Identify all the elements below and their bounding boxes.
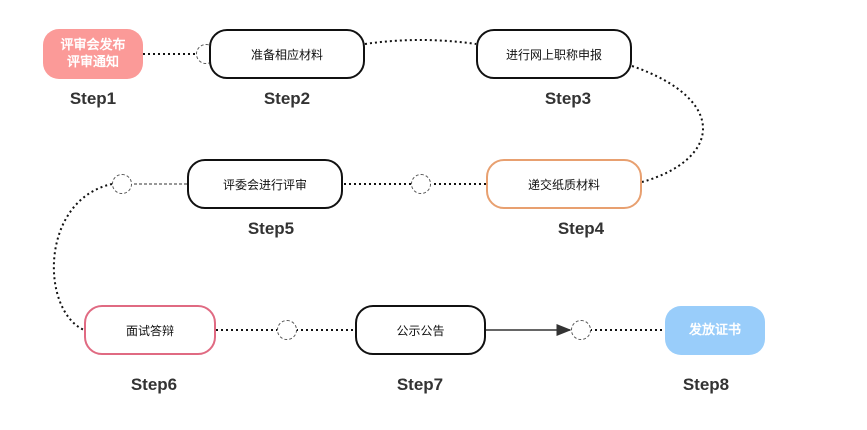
step8-node: 发放证书 [665, 306, 765, 355]
step1-label: Step1 [69, 89, 117, 108]
step2-label: Step2 [263, 89, 311, 108]
step4-label: Step4 [557, 219, 605, 238]
step7-node: 公示公告 [355, 305, 486, 355]
step6-label: Step6 [130, 375, 178, 394]
step4-node: 递交纸质材料 [486, 159, 642, 209]
connector-3-4 [631, 65, 704, 183]
step2-node: 准备相应材料 [209, 29, 365, 79]
connector-2-3 [364, 39, 477, 45]
step1-node: 评审会发布 评审通知 [43, 29, 143, 79]
step7-label: Step7 [396, 375, 444, 394]
step3-label: Step3 [544, 89, 592, 108]
step5-label: Step5 [247, 219, 295, 238]
waypoint-ring-icon [411, 174, 431, 194]
step8-label: Step8 [682, 375, 730, 394]
step3-node: 进行网上职称申报 [476, 29, 632, 79]
step5-node: 评委会进行评审 [187, 159, 343, 209]
waypoint-ring-icon [277, 320, 297, 340]
connector-5-6 [52, 183, 113, 331]
step6-node: 面试答辩 [84, 305, 216, 355]
waypoint-ring-icon [112, 174, 132, 194]
waypoint-ring-icon [571, 320, 591, 340]
